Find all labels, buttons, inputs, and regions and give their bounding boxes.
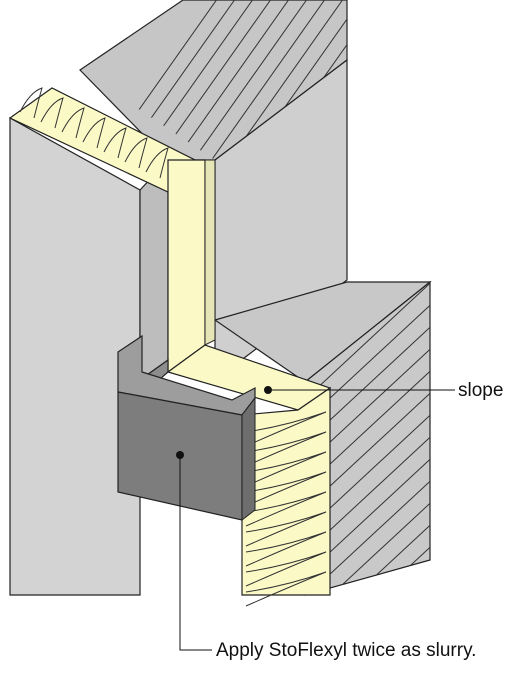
insulation-wave — [245, 531, 327, 567]
insulation-wave — [245, 551, 327, 587]
insulation-wave — [61, 107, 85, 139]
wall-inner-side — [139, 158, 169, 382]
insulation-wave — [245, 491, 327, 527]
coating-side — [241, 396, 256, 522]
coating-label: Apply StoFlexyl twice as slurry. — [216, 640, 476, 661]
hatch-line — [305, 537, 430, 595]
coating-leader-line — [179, 455, 212, 651]
insulation-wave — [245, 511, 327, 547]
insulation-wave — [245, 431, 327, 467]
insulation-wave — [82, 117, 106, 149]
insulation-wave — [245, 411, 327, 447]
insulation-side-waves — [245, 411, 327, 607]
insulation-reveal-side — [204, 159, 216, 346]
insulation-reveal — [167, 159, 206, 374]
wall-front-face — [9, 116, 141, 596]
slope-label: slope — [458, 380, 503, 401]
insulation-wave — [103, 127, 127, 159]
hatch-line — [171, 0, 293, 160]
insulation-wave — [145, 147, 169, 179]
hatch-line — [333, 0, 347, 160]
insulation-wave — [245, 571, 327, 607]
hatch-line — [207, 0, 329, 160]
hatch-line — [305, 493, 430, 595]
insulation-top-waves — [19, 87, 169, 179]
hatch-line — [189, 0, 311, 160]
insulation-wave — [19, 87, 43, 119]
insulation-wave — [245, 451, 327, 487]
hatch-line — [305, 282, 430, 405]
insulation-wave — [40, 97, 64, 129]
insulation-wave — [245, 471, 327, 507]
insulation-wave — [124, 137, 148, 169]
